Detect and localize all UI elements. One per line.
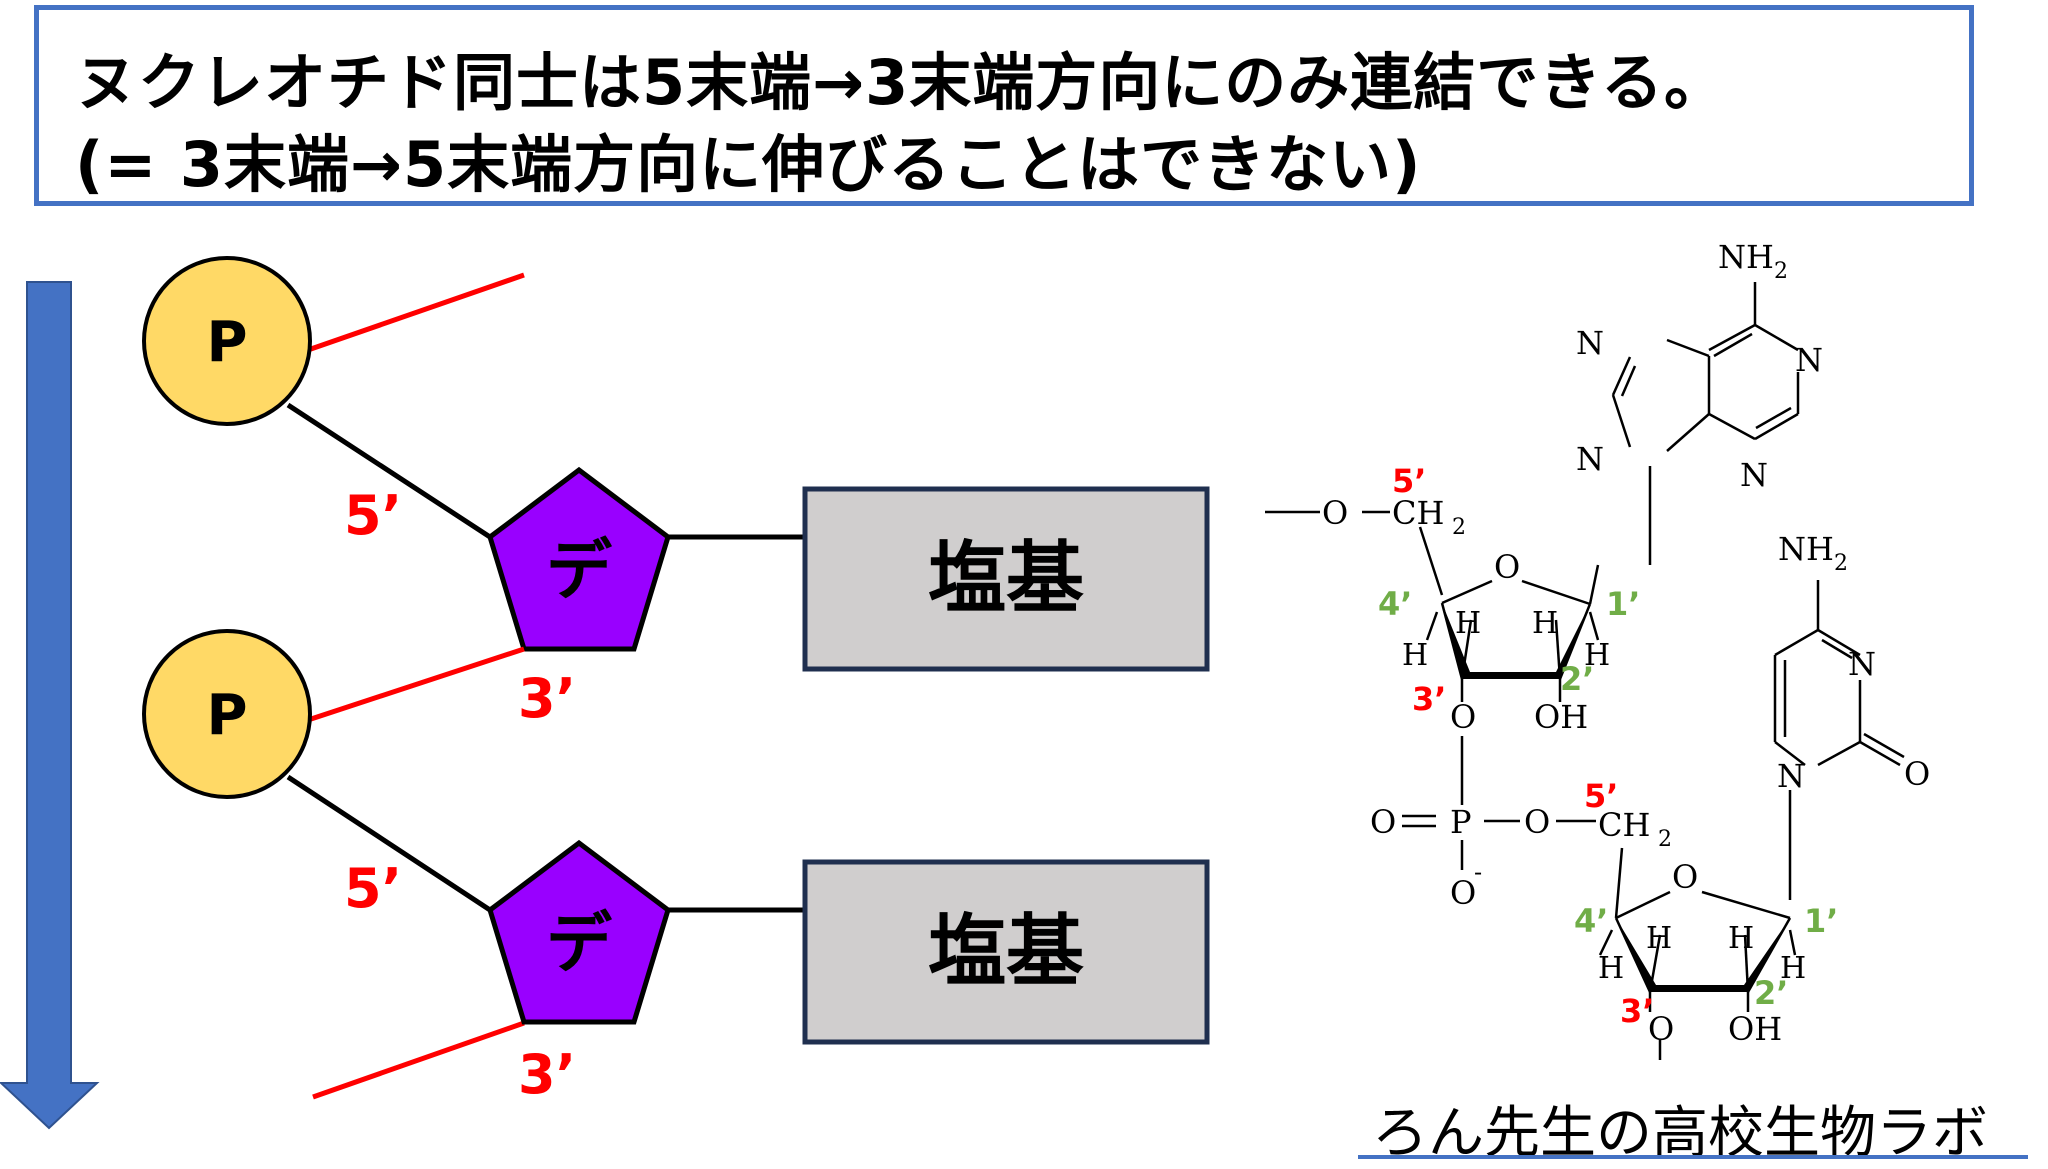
title-line-2: (= 3末端→5末端方向に伸びることはできない)	[75, 128, 1422, 201]
label-4prime-2: 4’	[1574, 902, 1608, 940]
o-link: O	[1322, 494, 1348, 532]
phosphate-label: P	[206, 310, 247, 375]
bond-p-sugar	[286, 774, 492, 913]
bond-red-top	[307, 646, 525, 723]
base-label: 塩基	[928, 907, 1084, 997]
nucleotide-1: P デ 塩基 5’ 3’	[142, 256, 1210, 730]
chemical-labels: NH 2 N N N N O CH 2 O H H H H O OH 5’ 4’…	[1322, 238, 1930, 1048]
bond-red-top	[307, 272, 525, 353]
ring-o-2: O	[1672, 858, 1698, 896]
bond-p-sugar	[286, 402, 492, 540]
ch2-2-sub: 2	[1658, 827, 1672, 852]
deoxyribose-pentagon	[487, 466, 671, 652]
base-box	[802, 859, 1210, 1045]
phosphate-circle	[142, 629, 312, 799]
phosphate-p: P	[1450, 803, 1472, 841]
h-1b: H	[1584, 638, 1610, 673]
nucleotide-2: P デ 塩基 5’ 3’	[142, 629, 1210, 1106]
cytosine-o: O	[1904, 755, 1930, 793]
label-3prime-1: 3’	[1412, 680, 1446, 718]
cytosine-n3: N	[1848, 645, 1876, 683]
o3-2: O	[1648, 1010, 1674, 1048]
cytosine-nh2-sub: 2	[1834, 551, 1848, 576]
oh-1: OH	[1534, 698, 1588, 736]
credit-underline	[1358, 1155, 2028, 1159]
bond-red-bottom	[312, 1020, 525, 1100]
adenine-n7: N	[1576, 324, 1604, 362]
label-2prime-2: 2’	[1754, 974, 1788, 1012]
cytosine-n1: N	[1777, 757, 1805, 795]
h-1c: H	[1728, 921, 1754, 956]
sugar-2	[1598, 847, 1797, 1060]
end-3-label: 3’	[518, 667, 576, 730]
ch2-2: CH	[1598, 806, 1650, 844]
base-box	[802, 486, 1210, 672]
phosphate-o-minus: O	[1450, 874, 1476, 912]
title-line-1: ヌクレオチド同士は5末端→3末端方向にのみ連結できる。	[75, 46, 1727, 119]
oh-2: OH	[1728, 1010, 1782, 1048]
label-3prime-2: 3’	[1620, 992, 1654, 1030]
ch2-1: CH	[1392, 494, 1444, 532]
adenine-nh2: NH	[1718, 238, 1774, 276]
deoxyribose-pentagon	[487, 839, 671, 1025]
o3-1: O	[1450, 698, 1476, 736]
h-4c: H	[1646, 921, 1672, 956]
base-label: 塩基	[928, 534, 1084, 624]
phosphate-link	[1402, 814, 1596, 870]
phosphate-circle	[142, 256, 312, 426]
end-5-label: 5’	[344, 484, 402, 547]
adenine-nh2-sub: 2	[1774, 259, 1788, 284]
sugar-1	[1265, 510, 1600, 805]
label-1prime-1: 1’	[1606, 585, 1640, 623]
adenine-n3: N	[1740, 456, 1768, 494]
deoxyribose-label: デ	[546, 905, 612, 982]
end-5-label: 5’	[344, 857, 402, 920]
phosphate-minus: -	[1474, 858, 1482, 886]
h-1a: H	[1532, 606, 1558, 641]
ring-o-1: O	[1494, 548, 1520, 586]
end-3-label: 3’	[518, 1043, 576, 1106]
adenine-n1: N	[1795, 341, 1823, 379]
cytosine	[1773, 580, 1905, 900]
cytosine-nh2: NH	[1778, 530, 1834, 568]
title-box: ヌクレオチド同士は5末端→3末端方向にのみ連結できる。 (= 3末端→5末端方向…	[34, 5, 1974, 206]
adenine	[1611, 282, 1800, 565]
ch2-1-sub: 2	[1452, 515, 1466, 540]
h-1d: H	[1780, 951, 1806, 986]
label-5prime-2: 5’	[1584, 777, 1618, 815]
phosphate-o-double: O	[1370, 803, 1396, 841]
h-4d: H	[1598, 951, 1624, 986]
label-1prime-2: 1’	[1804, 902, 1838, 940]
h-4b: H	[1402, 638, 1428, 673]
chemical-structure	[1265, 282, 1905, 1060]
direction-arrow	[0, 281, 100, 1130]
label-4prime-1: 4’	[1378, 585, 1412, 623]
phosphate-label: P	[206, 683, 247, 748]
deoxyribose-label: デ	[546, 532, 612, 609]
adenine-n9: N	[1576, 440, 1604, 478]
label-5prime-1: 5’	[1392, 462, 1426, 500]
label-2prime-1: 2’	[1560, 660, 1594, 698]
h-4a: H	[1455, 606, 1481, 641]
phosphate-o-right: O	[1524, 803, 1550, 841]
